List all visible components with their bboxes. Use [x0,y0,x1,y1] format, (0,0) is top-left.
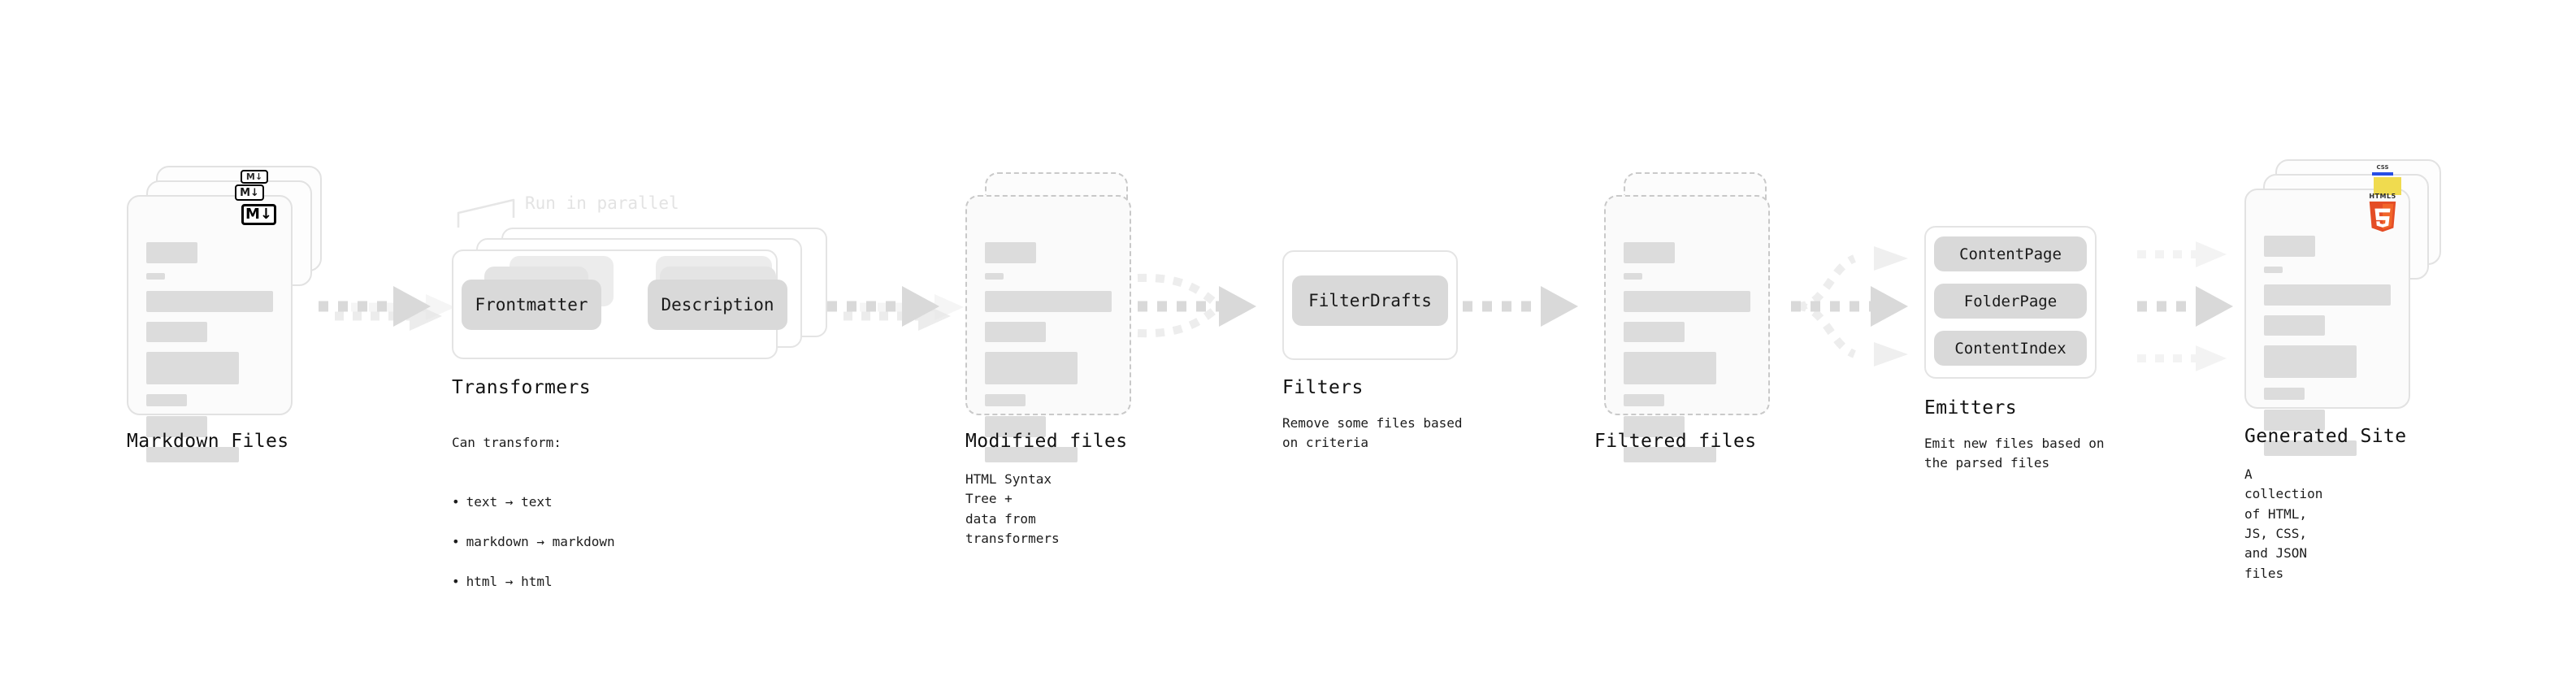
arrow-emitters-to-site [2137,241,2233,371]
emitter-chip-contentindex[interactable]: ContentIndex [1934,331,2087,366]
run-in-parallel-leader [457,198,515,228]
arrow-filters-to-filtered [1463,286,1578,327]
generated-site-caption: Generated Site [2244,426,2407,447]
modified-files-description: HTML Syntax Tree + data from transformer… [965,471,1060,546]
transformer-chip-description[interactable]: Description [648,280,787,330]
transformers-description-item-2: html → html [452,572,615,592]
modified-file-front [965,195,1131,462]
js-icon: JS [2374,177,2401,195]
emitters-caption: Emitters [1924,397,2017,419]
modified-file-content [985,242,1112,472]
markdown-file-content [146,242,273,472]
markdown-icon-mid: M↓ [235,184,264,201]
transformers-caption: Transformers [452,377,591,398]
arrow-filtered-to-emitters [1791,246,1908,367]
emitters-description: Emit new files based on the parsed files [1924,436,2105,471]
filter-chip-filterdrafts[interactable]: FilterDrafts [1292,275,1448,326]
arrow-modified-to-filters [1137,273,1256,338]
arrow-transformers-to-modified [827,286,964,331]
markdown-icon-front: M↓ [241,204,276,225]
markdown-icon-back: M↓ [241,170,268,184]
filtered-files-caption: Filtered files [1594,431,1757,452]
generated-file-content [2264,236,2391,466]
filters-description: Remove some files based on criteria [1282,415,1463,451]
html5-icon: HTML5 [2365,193,2400,236]
transformers-description-list: text → text markdown → markdown html → h… [452,473,615,611]
css-icon: CSS [2372,163,2393,176]
filtered-file-content [1624,242,1750,472]
html5-shield-glyph [2369,202,2396,232]
css-icon-label: CSS [2376,164,2389,171]
emitter-chip-folderpage[interactable]: FolderPage [1934,284,2087,319]
run-in-parallel-label: Run in parallel [525,193,679,213]
transformers-description-title: Can transform: [452,435,562,451]
arrow-markdown-to-transformers [319,286,455,331]
filters-caption: Filters [1282,377,1364,398]
html5-icon-label: HTML5 [2369,193,2396,200]
markdown-files-caption: Markdown Files [127,431,289,452]
modified-files-caption: Modified files [965,431,1128,452]
transformer-chip-frontmatter[interactable]: Frontmatter [462,280,601,330]
emitter-chip-contentpage[interactable]: ContentPage [1934,236,2087,271]
css-icon-bar [2372,172,2393,176]
transformers-description: Can transform: text → text markdown → ma… [452,414,615,631]
generated-site-description: A collection of HTML, JS, CSS, and JSON … [2244,466,2323,581]
filtered-file-front [1604,195,1770,462]
transformers-description-item-1: markdown → markdown [452,532,615,552]
markdown-file-front [127,195,293,462]
transformers-description-item-0: text → text [452,492,615,512]
